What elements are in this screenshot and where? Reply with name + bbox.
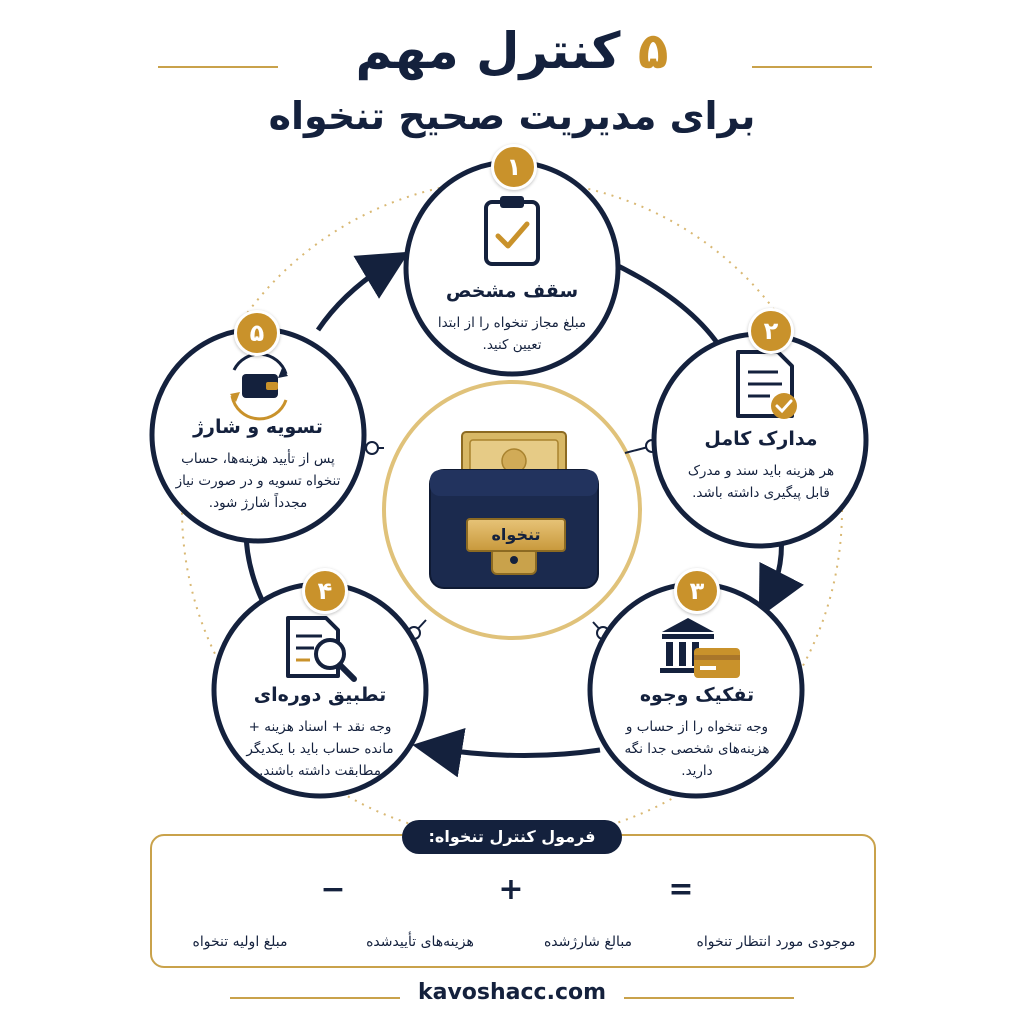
step-desc: هر هزینه باید سند و مدرک قابل پیگیری داش… (687, 463, 835, 501)
step-desc: وجه تنخواه را از حساب و هزینه‌های شخصی ج… (624, 719, 770, 779)
step-desc: وجه نقد + اسناد هزینه + مانده حساب باید … (246, 719, 394, 779)
footer-left-line (230, 997, 400, 999)
formula-label-charged: مبالغ شارژشده (543, 934, 633, 950)
step-badge-3: ۳ (674, 568, 720, 614)
equals-operator: = (668, 872, 694, 907)
step-desc: مبلغ مجاز تنخواه را از ابتدا تعیین کنید. (437, 315, 587, 353)
step-title: تفکیک وجوه (639, 684, 755, 706)
step-title: تسویه و شارژ (193, 416, 323, 438)
step-badge-5: ۵ (234, 310, 280, 356)
document-search-icon (286, 616, 357, 682)
step-badge-4: ۴ (302, 568, 348, 614)
step-badge-1: ۱ (491, 144, 537, 190)
step-3: تفکیک وجوه وجه تنخواه را از حساب و هزینه… (612, 684, 782, 782)
center-label: تنخواه (466, 518, 566, 552)
title-line-2: برای مدیریت صحیح تنخواه (268, 94, 756, 138)
step-5: تسویه و شارژ پس از تأیید هزینه‌ها، حساب … (166, 416, 350, 514)
footer-right-line (624, 997, 794, 999)
arc-3-4 (412, 728, 601, 778)
step-desc: پس از تأیید هزینه‌ها، حساب تنخواه تسویه … (175, 451, 341, 511)
title-line-1: ۵ کنترل مهم (0, 18, 1024, 84)
document-check-icon (736, 350, 797, 419)
plus-operator: + (498, 872, 524, 907)
clipboard-check-icon (484, 196, 540, 266)
title-text: کنترل مهم (355, 22, 621, 80)
step-title: تطبیق دوره‌ای (253, 684, 387, 706)
connector-dot (365, 441, 379, 455)
minus-operator: − (320, 872, 346, 907)
step-4: تطبیق دوره‌ای وجه نقد + اسناد هزینه + ما… (232, 684, 408, 782)
title: ۵ کنترل مهم برای مدیریت صحیح تنخواه (0, 18, 1024, 144)
arc-5-1 (315, 251, 410, 332)
title-left-line (158, 66, 278, 68)
formula-label-initial: مبلغ اولیه تنخواه (192, 934, 288, 950)
step-1: سقف مشخص مبلغ مجاز تنخواه را از ابتدا تع… (432, 280, 592, 356)
bank-card-icon (660, 618, 740, 678)
website-link[interactable]: kavoshacc.com (417, 980, 607, 1005)
formula-label-expected: موجودی مورد انتظار تنخواه (696, 934, 856, 950)
step-2: مدارک کامل هر هزینه باید سند و مدرک قابل… (678, 428, 844, 504)
title-right-line (752, 66, 872, 68)
title-number: ۵ (637, 22, 669, 80)
formula-title: فرمول کنترل تنخواه: (402, 820, 622, 854)
wallet-refresh-icon (230, 352, 288, 421)
step-badge-2: ۲ (748, 308, 794, 354)
formula-label-approved: هزینه‌های تأییدشده (366, 934, 474, 950)
step-title: سقف مشخص (445, 280, 579, 302)
arc-1-2 (608, 259, 725, 352)
step-title: مدارک کامل (704, 428, 818, 450)
